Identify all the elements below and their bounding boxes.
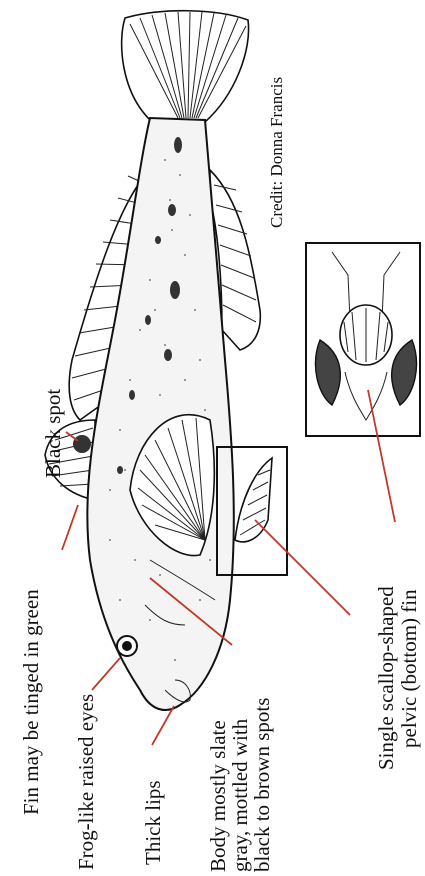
eye [117,636,137,656]
fish-body [87,118,234,710]
label-black-spot: Black spot [41,389,65,478]
leader-fin-green [62,505,78,550]
label-body-line1: Body mostly slate [206,720,230,872]
label-eyes: Frog-like raised eyes [74,694,98,870]
label-pelvic-line1: Single scallop-shaped [374,586,398,770]
caudal-fin [122,11,249,122]
label-body-line2: gray, mottled with [228,718,252,872]
leader-inset [368,390,395,522]
black-spot-marker [73,435,91,453]
underside-inset-drawing [316,252,417,420]
leader-lips [152,706,174,745]
pelvic-fin [235,458,272,542]
label-pelvic-line2: pelvic (bottom) fin [397,589,421,748]
leader-pelvic-fin [255,520,350,615]
leader-eyes [92,658,120,690]
label-lips: Thick lips [141,780,165,865]
credit-text: Credit: Donna Francis [267,77,286,228]
label-fin-green: Fin may be tinged in green [19,589,43,815]
label-body-line3: black to brown spots [250,698,274,872]
